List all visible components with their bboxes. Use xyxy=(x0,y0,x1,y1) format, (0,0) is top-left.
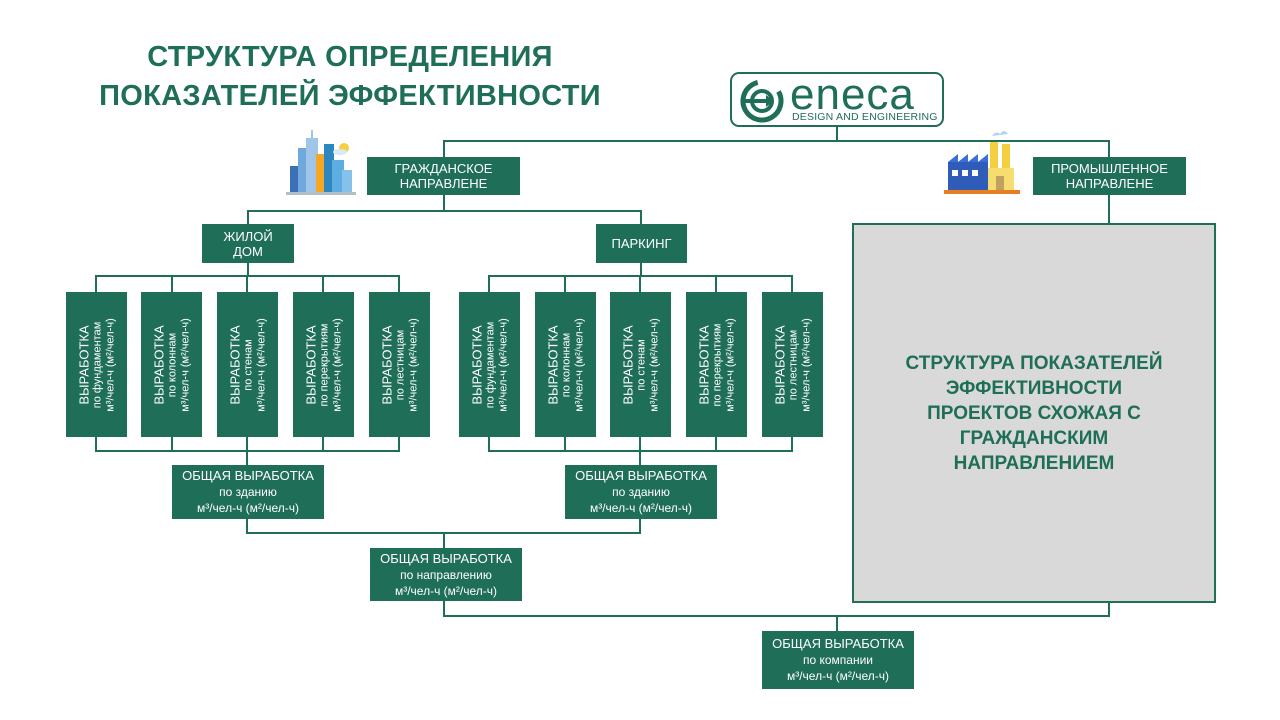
output-title: ВЫРАБОТКА xyxy=(227,324,242,405)
output-subtitle: по фундаментам xyxy=(484,321,496,408)
title-line-2: ПОКАЗАТЕЛЕЙ ЭФФЕКТИВНОСТИ xyxy=(99,80,601,112)
output-title: ВЫРАБОТКА xyxy=(469,324,484,405)
total-unit: м³/чел-ч (м²/чел-ч) xyxy=(196,501,300,515)
total-unit: м³/чел-ч (м²/чел-ч) xyxy=(786,669,890,683)
output-subtitle: по колоннам xyxy=(560,332,572,397)
output-subtitle: по лестницам xyxy=(787,329,799,400)
residential-output-slabs: ВЫРАБОТКА по перекрытиям м³/чел-ч (м²/че… xyxy=(293,292,354,437)
output-subtitle: по перекрытиям xyxy=(318,323,330,406)
output-title: ВЫРАБОТКА xyxy=(303,324,318,405)
parking-output-stairs: ВЫРАБОТКА по лестницам м³/чел-ч (м²/чел-… xyxy=(762,292,823,437)
direction-total: ОБЩАЯ ВЫРАБОТКА по направлению м³/чел-ч … xyxy=(370,548,522,601)
parking-output-slabs: ВЫРАБОТКА по перекрытиям м³/чел-ч (м²/че… xyxy=(686,292,747,437)
residential-box: ЖИЛОЙ ДОМ xyxy=(202,224,294,263)
eneca-logo-icon xyxy=(740,79,784,123)
panel-line-2: ЭФФЕКТИВНОСТИ xyxy=(945,377,1123,399)
total-unit: м³/чел-ч (м²/чел-ч) xyxy=(394,583,498,598)
logo-brand: eneca xyxy=(790,70,915,119)
output-unit: м³/чел-ч (м²/чел-ч) xyxy=(648,317,660,412)
total-unit: м³/чел-ч (м²/чел-ч) xyxy=(589,501,693,515)
output-unit: м³/чел-ч (м²/чел-ч) xyxy=(104,317,116,412)
output-subtitle: по перекрытиям xyxy=(711,323,723,406)
total-scope: по компании xyxy=(802,653,874,667)
output-unit: м³/чел-ч (м²/чел-ч) xyxy=(800,317,812,412)
residential-building-total: ОБЩАЯ ВЫРАБОТКА по зданию м³/чел-ч (м²/ч… xyxy=(172,465,324,519)
total-title: ОБЩАЯ ВЫРАБОТКА xyxy=(182,468,314,483)
civil-direction-box: ГРАЖДАНСКОЕ НАПРАВЛЕНЕ xyxy=(367,157,520,195)
industrial-structure-panel: СТРУКТУРА ПОКАЗАТЕЛЕЙ ЭФФЕКТИВНОСТИ ПРОЕ… xyxy=(852,223,1216,603)
output-title: ВЫРАБОТКА xyxy=(545,324,560,405)
output-subtitle: по колоннам xyxy=(166,332,178,397)
output-subtitle: по лестницам xyxy=(394,329,406,400)
industrial-direction-line-2: НАПРАВЛЕНЕ xyxy=(1065,176,1154,191)
logo-tagline: DESIGN AND ENGINEERING xyxy=(792,111,938,123)
output-unit: м³/чел-ч (м²/чел-ч) xyxy=(724,317,736,412)
residential-output-walls: ВЫРАБОТКА по стенам м³/чел-ч (м²/чел-ч) xyxy=(217,292,278,437)
residential-line-2: ДОМ xyxy=(233,243,263,259)
factory-icon xyxy=(944,131,1020,194)
civil-direction-line-2: НАПРАВЛЕНЕ xyxy=(399,176,488,191)
company-total: ОБЩАЯ ВЫРАБОТКА по компании м³/чел-ч (м²… xyxy=(762,631,914,689)
output-unit: м³/чел-ч (м²/чел-ч) xyxy=(573,317,585,412)
residential-output-columns: ВЫРАБОТКА по колоннам м³/чел-ч (м²/чел-ч… xyxy=(141,292,202,437)
residential-output-stairs: ВЫРАБОТКА по лестницам м³/чел-ч (м²/чел-… xyxy=(369,292,430,437)
output-unit: м³/чел-ч (м²/чел-ч) xyxy=(407,317,419,412)
output-unit: м³/чел-ч (м²/чел-ч) xyxy=(497,317,509,412)
output-title: ВЫРАБОТКА xyxy=(379,324,394,405)
industrial-direction-line-1: ПРОМЫШЛЕННОЕ xyxy=(1051,161,1168,176)
parking-output-columns: ВЫРАБОТКА по колоннам м³/чел-ч (м²/чел-ч… xyxy=(535,292,596,437)
total-scope: по направлению xyxy=(400,567,492,582)
panel-line-5: НАПРАВЛЕНИЕМ xyxy=(953,452,1115,474)
industrial-direction-box: ПРОМЫШЛЕННОЕ НАПРАВЛЕНЕ xyxy=(1033,157,1186,195)
eneca-logo: eneca DESIGN AND ENGINEERING xyxy=(730,72,944,127)
panel-line-1: СТРУКТУРА ПОКАЗАТЕЛЕЙ xyxy=(905,352,1163,374)
title-line-1: СТРУКТУРА ОПРЕДЕЛЕНИЯ xyxy=(147,41,553,73)
total-title: ОБЩАЯ ВЫРАБОТКА xyxy=(380,550,512,566)
output-unit: м³/чел-ч (м²/чел-ч) xyxy=(255,317,267,412)
output-subtitle: по фундаментам xyxy=(91,321,103,408)
output-title: ВЫРАБОТКА xyxy=(620,324,635,405)
parking-building-total: ОБЩАЯ ВЫРАБОТКА по зданию м³/чел-ч (м²/ч… xyxy=(565,465,717,519)
output-title: ВЫРАБОТКА xyxy=(151,324,166,405)
city-buildings-icon xyxy=(286,130,356,195)
panel-line-3: ПРОЕКТОВ СХОЖАЯ С xyxy=(927,402,1141,424)
parking-box: ПАРКИНГ xyxy=(596,224,687,263)
output-subtitle: по стенам xyxy=(242,338,254,391)
total-scope: по зданию xyxy=(612,485,670,499)
page-title: СТРУКТУРА ОПРЕДЕЛЕНИЯ ПОКАЗАТЕЛЕЙ ЭФФЕКТ… xyxy=(60,38,640,116)
output-title: ВЫРАБОТКА xyxy=(772,324,787,405)
parking-output-foundations: ВЫРАБОТКА по фундаментам м³/чел-ч (м²/че… xyxy=(459,292,520,437)
total-scope: по зданию xyxy=(219,485,277,499)
parking-output-walls: ВЫРАБОТКА по стенам м³/чел-ч (м²/чел-ч) xyxy=(610,292,671,437)
output-title: ВЫРАБОТКА xyxy=(76,324,91,405)
output-unit: м³/чел-ч (м²/чел-ч) xyxy=(331,317,343,412)
civil-direction-line-1: ГРАЖДАНСКОЕ xyxy=(394,161,493,176)
panel-line-4: ГРАЖДАНСКИМ xyxy=(959,427,1109,449)
residential-line-1: ЖИЛОЙ xyxy=(223,228,273,244)
output-subtitle: по стенам xyxy=(635,338,647,391)
total-title: ОБЩАЯ ВЫРАБОТКА xyxy=(772,636,904,651)
parking-label: ПАРКИНГ xyxy=(611,236,672,251)
output-title: ВЫРАБОТКА xyxy=(696,324,711,405)
residential-output-foundations: ВЫРАБОТКА по фундаментам м³/чел-ч (м²/че… xyxy=(66,292,127,437)
output-unit: м³/чел-ч (м²/чел-ч) xyxy=(179,317,191,412)
total-title: ОБЩАЯ ВЫРАБОТКА xyxy=(575,468,707,483)
